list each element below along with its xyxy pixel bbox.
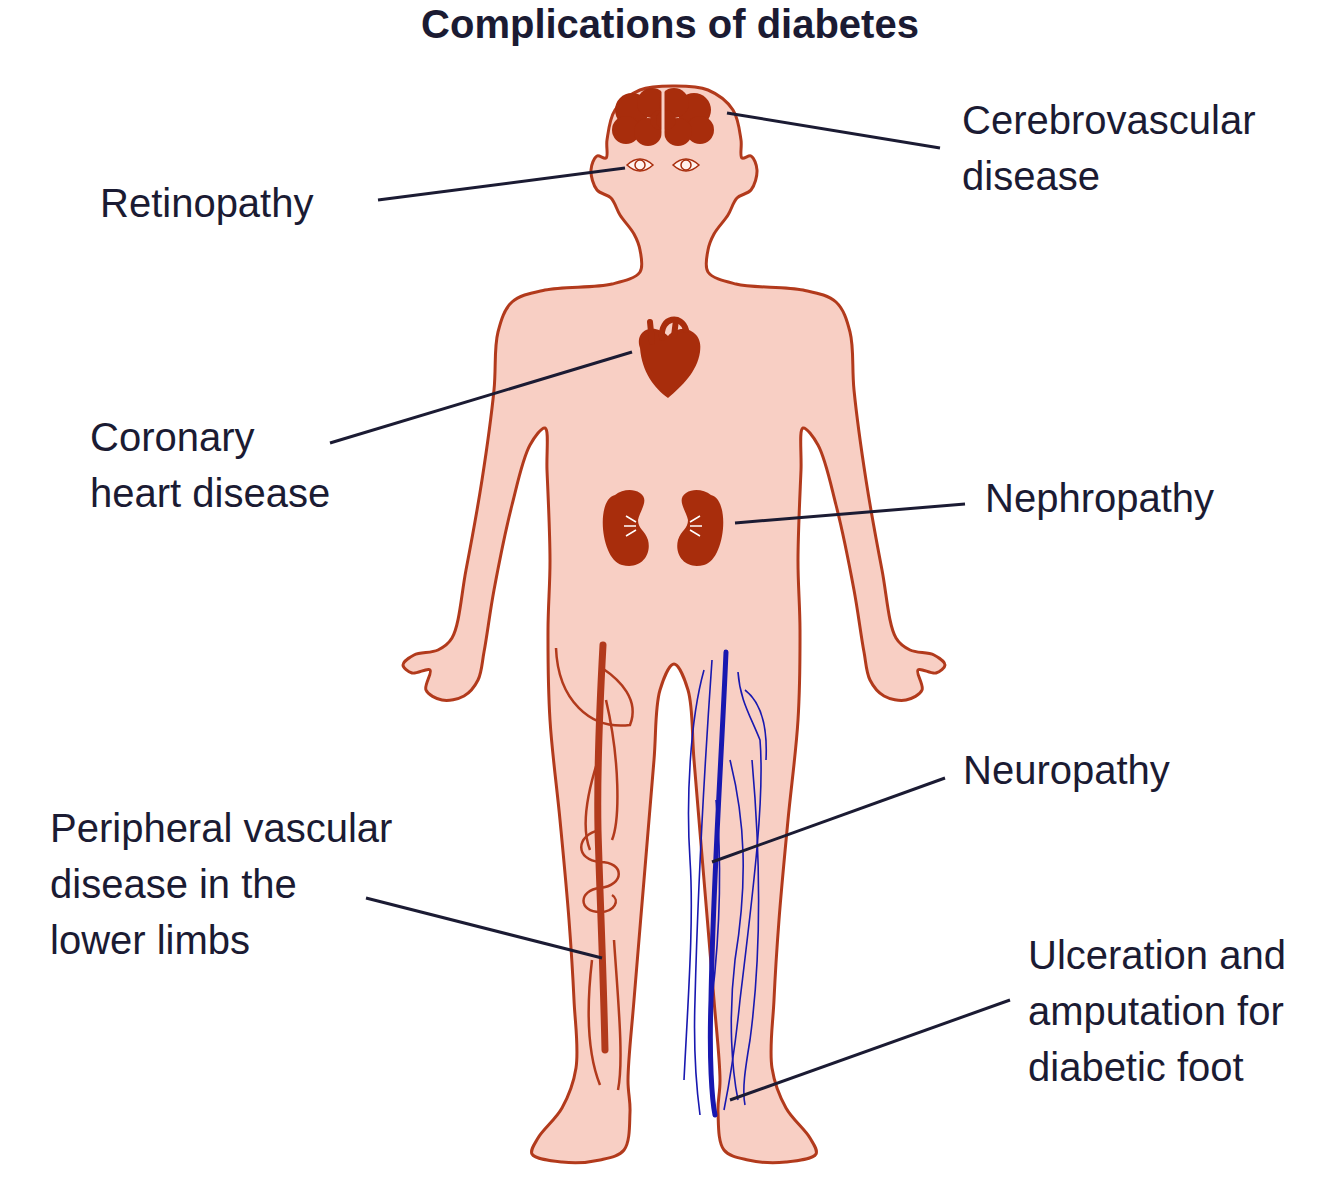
eye-outline (673, 159, 699, 171)
artery-branch (556, 648, 633, 726)
nerve-branch (744, 760, 759, 1105)
artery-branch (586, 760, 598, 850)
nerve-branch (695, 660, 712, 1115)
leader-line (330, 352, 632, 443)
artery-branch (589, 960, 600, 1085)
kidney-hilum (624, 516, 702, 536)
complication-label: Retinopathy (100, 175, 360, 231)
kidneys (603, 490, 724, 566)
leader-line (735, 504, 965, 523)
nerve-branch (730, 760, 743, 1100)
diagram-title: Complications of diabetes (0, 0, 1340, 48)
brain (612, 88, 714, 148)
complication-label: Neuropathy (963, 742, 1303, 798)
eye (673, 159, 699, 171)
leader-line (712, 778, 945, 862)
kidney (677, 490, 723, 566)
kidney (603, 490, 649, 566)
heart (639, 320, 701, 398)
artery-branch (606, 700, 617, 840)
brain-fissure (662, 88, 665, 148)
brain-lobe (656, 110, 676, 130)
artery-branch (614, 940, 621, 1090)
eye (627, 159, 653, 171)
nerve-branch (684, 670, 704, 1080)
leader-lines (330, 113, 1010, 1100)
artery-main (598, 645, 605, 1050)
complication-label: Peripheral vascular disease in the lower… (50, 800, 398, 968)
complication-label: Ulceration and amputation for diabetic f… (1028, 927, 1328, 1095)
leg-nerves (684, 652, 766, 1115)
heart-shape (639, 329, 701, 398)
eye-outline (627, 159, 653, 171)
leader-line (730, 1000, 1010, 1100)
complication-label: Coronary heart disease (90, 409, 350, 521)
heart-vessels (650, 320, 686, 342)
nerve-branch (712, 800, 719, 1000)
eye-iris (681, 160, 691, 170)
complication-label: Cerebrovascular disease (962, 92, 1322, 204)
nerve-main (710, 652, 726, 1115)
leader-line (727, 113, 940, 148)
leader-line (366, 898, 602, 958)
leg-arteries (556, 645, 633, 1090)
body-outline (403, 86, 945, 1163)
eye-iris (635, 160, 645, 170)
complication-label: Nephropathy (985, 470, 1315, 526)
nerve-branch (745, 690, 766, 760)
nerve-branch (724, 672, 761, 1110)
leader-line (378, 168, 625, 200)
